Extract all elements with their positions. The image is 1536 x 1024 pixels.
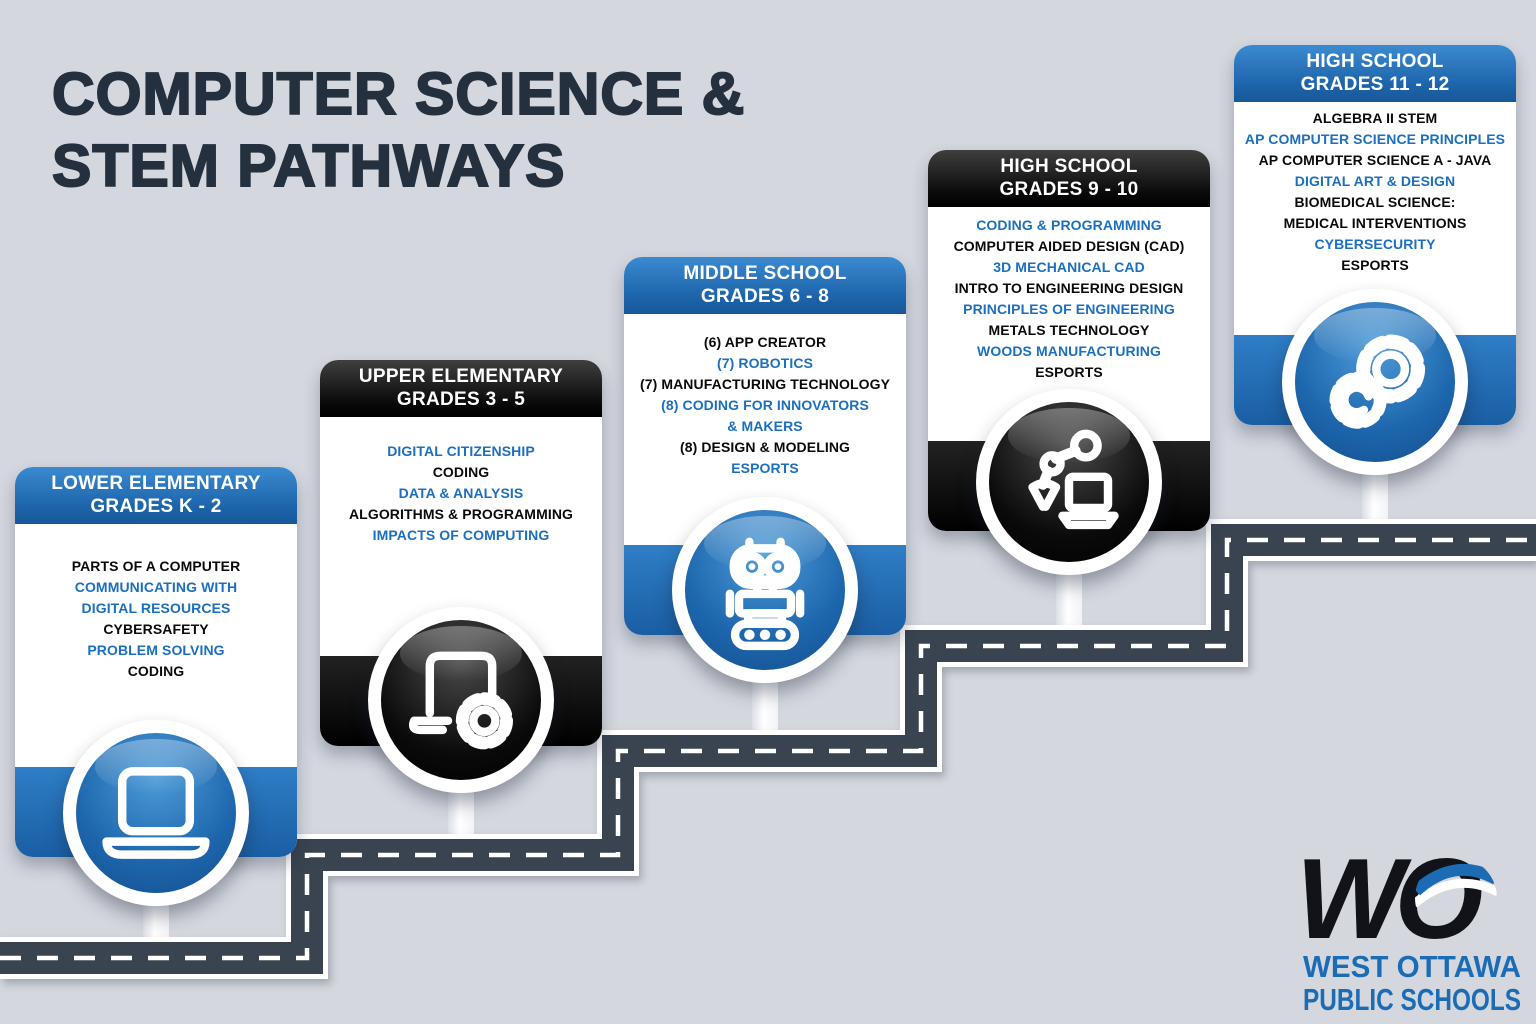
course-item: (8) DESIGN & MODELING	[679, 439, 851, 455]
card-header: LOWER ELEMENTARY GRADES K - 2	[15, 467, 297, 524]
card-title-line: GRADES 3 - 5	[396, 389, 526, 410]
card-body: (6) APP CREATOR (7) ROBOTICS (7) MANUFAC…	[624, 314, 906, 479]
card-body: CODING & PROGRAMMING COMPUTER AIDED DESI…	[928, 207, 1210, 383]
card-title-line: HIGH SCHOOL	[1306, 51, 1444, 72]
course-item: CODING & PROGRAMMING	[976, 217, 1162, 233]
card-title-line: HIGH SCHOOL	[1000, 156, 1138, 177]
stage-circle-high-school-11-12	[1282, 289, 1468, 475]
course-item: AP COMPUTER SCIENCE PRINCIPLES	[1244, 131, 1506, 147]
gears-icon	[1329, 334, 1426, 429]
course-item: COMPUTER AIDED DESIGN (CAD)	[953, 238, 1185, 254]
west-ottawa-logo: WO WEST OTTAWA PUBLIC SCHOOLS	[1296, 836, 1528, 1023]
course-item: PARTS OF A COMPUTER	[71, 558, 241, 574]
card-title-line: GRADES 6 - 8	[700, 286, 830, 307]
card-body: DIGITAL CITIZENSHIP CODING DATA & ANALYS…	[320, 417, 602, 546]
course-item: IMPACTS OF COMPUTING	[372, 527, 550, 543]
course-item: METALS TECHNOLOGY	[988, 322, 1150, 338]
course-item: (6) APP CREATOR	[703, 334, 827, 350]
course-item: CYBERSAFETY	[103, 621, 209, 637]
course-item: DIGITAL ART & DESIGN	[1294, 173, 1456, 189]
stage-circle-upper-elementary	[368, 607, 554, 793]
logo-swoosh	[1415, 863, 1497, 908]
course-item: AP COMPUTER SCIENCE A - JAVA	[1258, 152, 1492, 168]
robot-arm-laptop-icon	[1028, 429, 1119, 530]
course-item: (7) MANUFACTURING TECHNOLOGY	[639, 376, 891, 392]
logo-name-line2: PUBLIC SCHOOLS	[1303, 982, 1521, 1017]
course-item: INTRO TO ENGINEERING DESIGN	[954, 280, 1184, 296]
card-title-line: GRADES K - 2	[90, 496, 222, 517]
stage-circle-middle-school	[672, 497, 858, 683]
card-title-line: MIDDLE SCHOOL	[683, 263, 847, 284]
course-item: BIOMEDICAL SCIENCE: MEDICAL INTERVENTION…	[1283, 194, 1467, 231]
course-item: ESPORTS	[1341, 257, 1409, 273]
logo-monogram: WO	[1296, 846, 1482, 963]
course-item: (8) CODING FOR INNOVATORS & MAKERS	[661, 397, 869, 434]
card-header: HIGH SCHOOL GRADES 9 - 10	[928, 150, 1210, 207]
laptop-icon	[102, 767, 210, 859]
course-item: 3D MECHANICAL CAD	[993, 259, 1145, 275]
course-item: COMMUNICATING WITH DIGITAL RESOURCES	[74, 579, 238, 616]
card-title-line: UPPER ELEMENTARY	[358, 366, 564, 387]
course-item: ALGEBRA II STEM	[1312, 110, 1438, 126]
card-header: UPPER ELEMENTARY GRADES 3 - 5	[320, 360, 602, 417]
stage-circle-high-school-9-10	[976, 389, 1162, 575]
course-item: PROBLEM SOLVING	[87, 642, 225, 658]
card-title-line: LOWER ELEMENTARY	[51, 473, 261, 494]
course-item: ESPORTS	[1035, 364, 1103, 380]
logo-name-line1: WEST OTTAWA	[1303, 949, 1521, 984]
course-item: CODING	[432, 464, 490, 480]
course-item: ALGORITHMS & PROGRAMMING	[348, 506, 574, 522]
card-title-line: GRADES 9 - 10	[999, 179, 1139, 200]
course-item: WOODS MANUFACTURING	[977, 343, 1161, 359]
course-item: DATA & ANALYSIS	[398, 485, 524, 501]
card-body: PARTS OF A COMPUTER COMMUNICATING WITH D…	[15, 524, 297, 682]
course-item: ESPORTS	[731, 460, 799, 476]
card-header: HIGH SCHOOL GRADES 11 - 12	[1234, 45, 1516, 102]
course-item: (7) ROBOTICS	[716, 355, 814, 371]
card-header: MIDDLE SCHOOL GRADES 6 - 8	[624, 257, 906, 314]
stage-circle-lower-elementary	[63, 720, 249, 906]
course-item: PRINCIPLES OF ENGINEERING	[963, 301, 1175, 317]
course-item: CODING	[127, 663, 185, 679]
course-item: DIGITAL CITIZENSHIP	[387, 443, 535, 459]
page-title: COMPUTER SCIENCE & STEM PATHWAYS	[51, 60, 746, 200]
card-title-line: GRADES 11 - 12	[1300, 74, 1450, 95]
pathway-card-middle-school: MIDDLE SCHOOL GRADES 6 - 8 (6) APP CREAT…	[624, 257, 906, 635]
course-item: CYBERSECURITY	[1314, 236, 1436, 252]
laptop-gear-icon	[408, 651, 513, 750]
card-body: ALGEBRA II STEM AP COMPUTER SCIENCE PRIN…	[1234, 102, 1516, 276]
robot-icon	[725, 537, 805, 651]
pathway-card-high-school-9-10: HIGH SCHOOL GRADES 9 - 10 CODING & PROGR…	[928, 150, 1210, 531]
